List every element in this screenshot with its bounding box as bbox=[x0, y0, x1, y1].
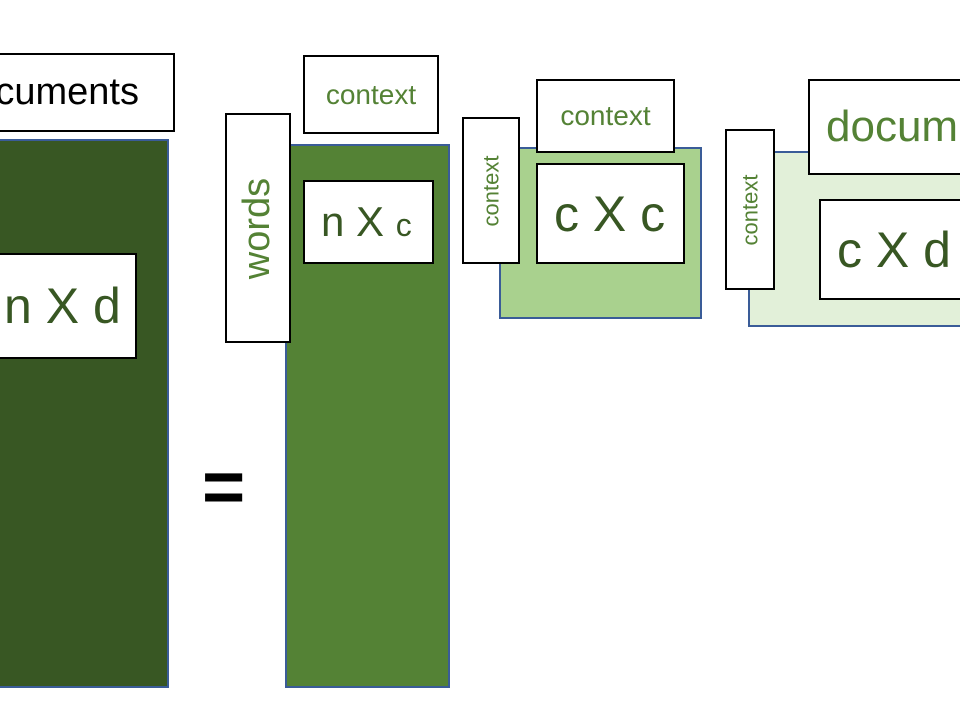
matrix-s-side-label-text: context bbox=[478, 155, 503, 226]
matrix-u-side-label: words bbox=[225, 113, 291, 343]
matrix-a-top-label-text: cuments bbox=[0, 71, 139, 113]
matrix-u-dims: n X c bbox=[303, 180, 434, 264]
matrix-s-dims-text: c X c bbox=[554, 185, 666, 242]
matrix-a-dims: n X d bbox=[0, 253, 137, 359]
matrix-v-top-label-text: docume bbox=[826, 102, 960, 151]
matrix-a-top-label: cuments bbox=[0, 53, 175, 132]
matrix-s-top-label: context bbox=[536, 79, 675, 153]
matrix-a-block bbox=[0, 139, 169, 688]
matrix-s-side-label: context bbox=[462, 117, 520, 264]
matrix-v-dims: c X d bbox=[819, 199, 960, 300]
matrix-s-dims: c X c bbox=[536, 163, 685, 264]
matrix-v-dims-text: c X d bbox=[837, 221, 951, 278]
matrix-a-dims-text: n X d bbox=[4, 278, 121, 334]
matrix-v-top-label: docume bbox=[808, 79, 960, 175]
equals-sign-text: = bbox=[202, 445, 246, 528]
matrix-u-dims-small: c bbox=[395, 206, 412, 243]
matrix-v-side-label: context bbox=[725, 129, 775, 290]
matrix-u-top-label: context bbox=[303, 55, 439, 134]
equals-sign: = bbox=[202, 450, 245, 524]
matrix-u-side-label-text: words bbox=[236, 177, 279, 279]
matrix-u-top-label-text: context bbox=[325, 78, 417, 110]
matrix-v-side-label-text: context bbox=[737, 174, 762, 245]
matrix-s-top-label-text: context bbox=[560, 100, 651, 131]
matrix-u-dims-main: n X bbox=[321, 198, 396, 245]
